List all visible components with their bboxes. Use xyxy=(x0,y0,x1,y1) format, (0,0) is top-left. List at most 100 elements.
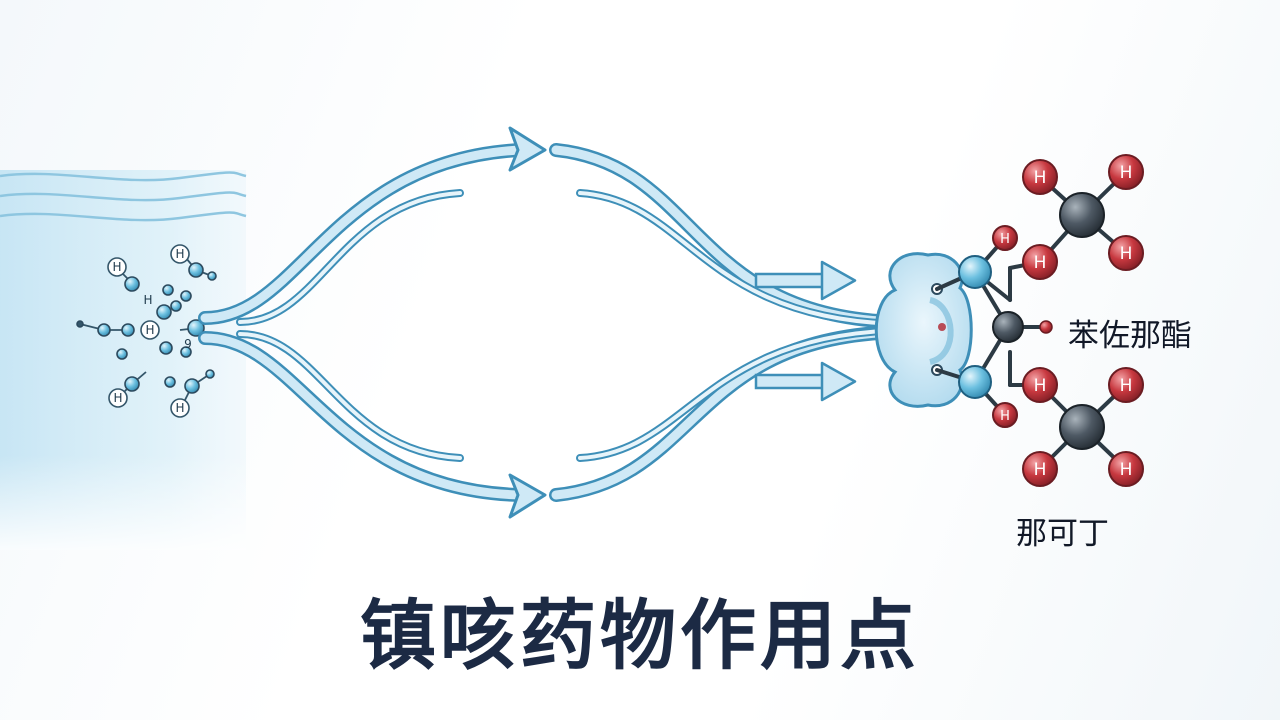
receptor-ending-icon xyxy=(874,252,973,408)
atom-blue xyxy=(180,290,192,302)
atom-blue xyxy=(76,320,84,328)
flow-arrow-icon xyxy=(508,126,547,172)
atom-blue xyxy=(187,319,205,337)
atom-hydrogen xyxy=(992,225,1018,251)
lower-outer-tube-fill xyxy=(200,333,525,500)
molecule-hydrogen-labels: H H H H H H H H H H xyxy=(1000,163,1132,480)
atom-blue xyxy=(124,376,140,392)
atom-symbol: H xyxy=(1120,460,1133,480)
atom-hydrogen xyxy=(1022,451,1058,487)
atom-blue xyxy=(180,346,192,358)
upper-outer-tube-fill xyxy=(200,145,525,323)
wave-lines-icon xyxy=(0,171,247,222)
atom-blue xyxy=(97,323,111,337)
atom-symbol: H xyxy=(1034,460,1047,480)
arrow-shaft xyxy=(754,373,830,390)
receptor-body xyxy=(874,252,973,408)
receptor-inner-shading xyxy=(928,297,954,365)
atom-hydrogen xyxy=(1108,451,1144,487)
atom-symbol: H xyxy=(1000,232,1010,247)
wave-line xyxy=(0,211,247,222)
atom-blue xyxy=(164,376,176,388)
flow-arrow-icon xyxy=(754,361,857,402)
atom-symbol: H xyxy=(145,323,154,337)
atom-symbol: H xyxy=(143,293,152,307)
h-ring xyxy=(140,320,160,340)
lower-right-tube-outline xyxy=(549,325,907,502)
atom-blue xyxy=(116,348,128,360)
atom-hydrogen xyxy=(1022,159,1058,195)
outer-flow-tubes xyxy=(198,143,907,502)
lower-right-tube-fill xyxy=(551,327,905,500)
atom-blue xyxy=(958,365,992,399)
small-label: 9 xyxy=(184,337,192,351)
inner-lower-left-fill xyxy=(238,332,462,460)
atom-hydrogen xyxy=(1108,154,1144,190)
atom-symbol: H xyxy=(1034,168,1047,188)
cluster-atoms xyxy=(76,262,217,394)
page-title: 镇咳药物作用点 xyxy=(360,591,920,680)
atom-symbol: H xyxy=(1120,163,1133,183)
atom-symbol: H xyxy=(175,247,184,261)
upper-right-tube-outline xyxy=(549,143,907,329)
atom-blue xyxy=(156,304,172,320)
fluid-fade xyxy=(0,170,246,550)
flow-arrow-icon xyxy=(508,473,547,519)
atom-blue xyxy=(124,276,140,292)
atom-hydrogen xyxy=(992,402,1018,428)
atom-symbol: H xyxy=(1120,244,1133,264)
atom-symbol: H xyxy=(1034,253,1047,273)
straight-arrows xyxy=(754,260,857,402)
receptor-center-dot xyxy=(938,323,946,331)
inner-lower-right-outline xyxy=(576,326,909,462)
ball-and-stick-molecule-icon: H H H H H H H H H H xyxy=(935,154,1144,487)
cluster-hydrogen-rings xyxy=(107,244,190,418)
atom-blue xyxy=(170,300,182,312)
atom-symbol: H xyxy=(1120,376,1133,396)
atom-symbol: H xyxy=(175,401,184,415)
arrow-head xyxy=(820,260,857,301)
arrow-shaft xyxy=(754,272,830,289)
inner-upper-right-outline xyxy=(576,189,909,328)
inner-upper-left-fill xyxy=(238,191,462,324)
h-ring xyxy=(170,398,190,418)
atom-blue xyxy=(207,271,217,281)
atom-hydrogen xyxy=(1022,244,1058,280)
atom-hydrogen xyxy=(1108,367,1144,403)
atom-blue xyxy=(205,369,215,379)
atom-symbol: H xyxy=(1034,376,1047,396)
atom-hydrogen xyxy=(1022,367,1058,403)
atom-carbon xyxy=(992,311,1024,343)
inner-lower-right-fill xyxy=(578,328,907,460)
cluster-hydrogen-labels: H H H H H H 9 xyxy=(112,247,191,415)
h-ring xyxy=(107,257,127,277)
molecule-hydrogens xyxy=(992,154,1144,487)
molecule-cluster-icon xyxy=(76,244,217,418)
atom-blue xyxy=(162,284,174,296)
inner-flow-lines xyxy=(236,189,909,462)
atom-symbol: H xyxy=(112,260,121,274)
flow-paths xyxy=(198,143,909,502)
atom-blue xyxy=(958,255,992,289)
atom-carbon xyxy=(1059,192,1105,238)
wave-line xyxy=(0,191,247,202)
fluid-region xyxy=(0,170,246,550)
atom-small-red xyxy=(1039,320,1053,334)
atom-carbon xyxy=(1059,404,1105,450)
flow-arrow-icon xyxy=(754,260,857,301)
inner-upper-right-fill xyxy=(578,191,907,326)
outer-arrowheads xyxy=(508,126,547,519)
atom-blue xyxy=(159,341,173,355)
label-benzonatate: 苯佐那酯 xyxy=(1068,318,1192,354)
h-ring xyxy=(108,388,128,408)
atom-blue xyxy=(184,378,200,394)
upper-right-tube-fill xyxy=(551,145,905,327)
atom-symbol: H xyxy=(1000,409,1010,424)
h-ring xyxy=(170,244,190,264)
wave-line xyxy=(0,171,247,182)
atom-symbol: H xyxy=(113,391,122,405)
atom-hydrogen xyxy=(1108,235,1144,271)
atom-blue xyxy=(121,323,135,337)
